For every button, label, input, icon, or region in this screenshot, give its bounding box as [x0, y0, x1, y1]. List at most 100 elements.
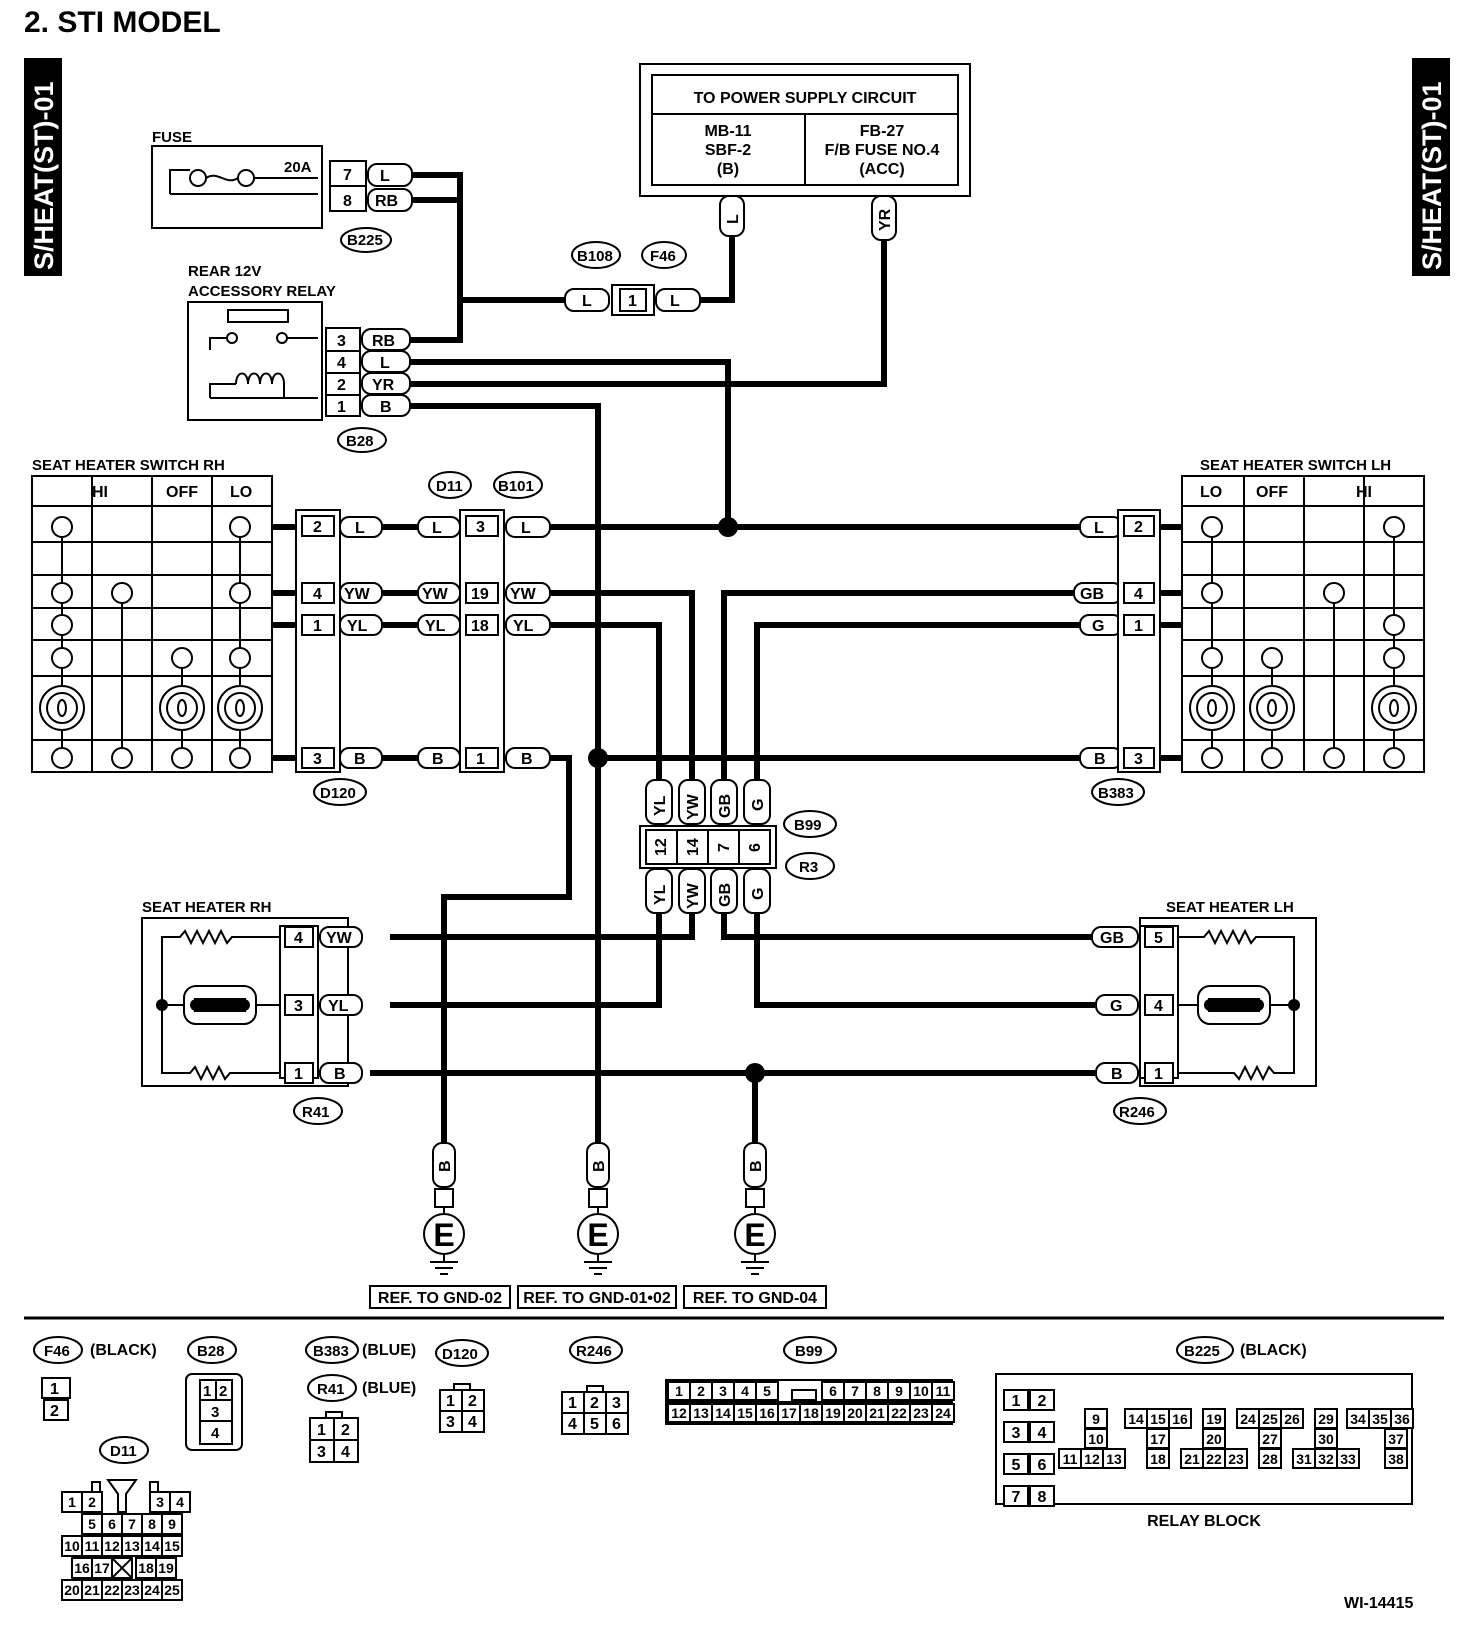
legend-pin: 7 — [851, 1383, 859, 1399]
b225-connector: 7 8 L RB B225 — [329, 160, 413, 253]
svg-text:1: 1 — [203, 1383, 211, 1400]
legend-pin: 8 — [1038, 1489, 1047, 1506]
legend-pin: 12 — [1084, 1451, 1100, 1467]
switch-contact — [1201, 516, 1223, 538]
legend-pin: 3 — [719, 1383, 727, 1399]
seat-heater-switch-rh: SEAT HEATER SWITCH RH HI OFF LO — [31, 457, 273, 773]
legend-pin: 21 — [84, 1582, 100, 1598]
switch-contact — [171, 647, 193, 669]
svg-text:L: L — [521, 520, 531, 537]
legend-key — [106, 1479, 138, 1513]
legend-pin: 24 — [1240, 1411, 1256, 1427]
switch-contact — [1383, 614, 1405, 636]
legend-pin: 23 — [124, 1582, 140, 1598]
legend-pin: 9 — [895, 1383, 903, 1399]
legend-pin: 18 — [138, 1560, 154, 1576]
svg-text:3: 3 — [313, 751, 322, 768]
legend-pin: 13 — [1106, 1451, 1122, 1467]
ground-wire-label: B — [748, 1160, 765, 1172]
d11-b101-connector: D11 B101 L YW YL B 3 19 18 1 L YW YL B — [417, 471, 551, 773]
legend-pin: 16 — [1172, 1411, 1188, 1427]
legend-pin: 38 — [1388, 1451, 1404, 1467]
svg-text:FUSE: FUSE — [152, 129, 192, 146]
legend-pin: 34 — [1350, 1411, 1366, 1427]
switch-contact — [229, 747, 251, 769]
legend-pin: 5 — [763, 1383, 771, 1399]
svg-text:7: 7 — [716, 843, 733, 852]
svg-text:YL: YL — [652, 795, 669, 816]
legend-pin: 19 — [1206, 1411, 1222, 1427]
svg-text:G: G — [750, 888, 767, 900]
ground-refs: REF. TO GND-02 REF. TO GND-01•02 REF. TO… — [369, 1285, 827, 1309]
switch-contact — [229, 647, 251, 669]
legend-pin: 35 — [1372, 1411, 1388, 1427]
svg-text:B: B — [1094, 751, 1106, 768]
svg-text:OFF: OFF — [1256, 484, 1288, 501]
svg-text:YL: YL — [347, 618, 368, 635]
svg-text:MB-11: MB-11 — [704, 123, 751, 140]
legend-pin: 5 — [1012, 1457, 1021, 1474]
svg-text:L: L — [380, 355, 390, 372]
switch-contact — [229, 516, 251, 538]
fuse: FUSE 20A — [151, 129, 323, 229]
switch-contact — [51, 516, 73, 538]
legend-pin: 13 — [124, 1538, 140, 1554]
b383-connector: L GB G B 2 4 1 3 B383 — [1073, 509, 1161, 806]
svg-text:4: 4 — [341, 1444, 350, 1461]
ground-wire-label: B — [591, 1160, 608, 1172]
svg-text:D120: D120 — [320, 785, 356, 802]
svg-text:L: L — [432, 520, 442, 537]
svg-text:G: G — [1092, 618, 1104, 635]
legend-pin: 9 — [168, 1516, 176, 1532]
legend-pin: 19 — [825, 1405, 841, 1421]
legend-pin: 15 — [164, 1538, 180, 1554]
legend-pin: 28 — [1262, 1451, 1278, 1467]
legend-pin: 6 — [108, 1516, 116, 1532]
svg-text:YL: YL — [328, 998, 349, 1015]
legend-pin: 16 — [759, 1405, 775, 1421]
svg-text:2: 2 — [590, 1395, 599, 1412]
svg-text:YR: YR — [877, 208, 894, 231]
svg-text:REF. TO GND-04: REF. TO GND-04 — [693, 1290, 817, 1307]
legend-pin: 10 — [1088, 1431, 1104, 1447]
svg-text:(ACC): (ACC) — [859, 161, 904, 178]
svg-text:YL: YL — [513, 618, 534, 635]
legend-pin: 25 — [1262, 1411, 1278, 1427]
seat-heater-lh: SEAT HEATER LH 5 4 1 GB G B R246 — [1091, 899, 1317, 1125]
svg-text:18: 18 — [471, 618, 489, 635]
ground-letter: E — [587, 1217, 608, 1253]
legend-pin: 6 — [1038, 1457, 1047, 1474]
svg-text:B: B — [354, 751, 366, 768]
legend-pin: 1 — [675, 1383, 683, 1399]
legend-pin: 12 — [104, 1538, 120, 1554]
legend-pin: 14 — [1128, 1411, 1144, 1427]
switch-contact — [1383, 647, 1405, 669]
legend-pin: 15 — [1150, 1411, 1166, 1427]
svg-text:B101: B101 — [498, 478, 534, 495]
ground-wire-label: B — [437, 1160, 454, 1172]
seat-heater-rh: SEAT HEATER RH 4 3 1 YW YL B R41 — [141, 899, 363, 1125]
svg-text:SBF-2: SBF-2 — [705, 142, 751, 159]
svg-text:1: 1 — [628, 293, 637, 310]
svg-text:R41: R41 — [302, 1104, 330, 1121]
switch-contact — [1201, 647, 1223, 669]
switch-contact — [51, 747, 73, 769]
legend-pin: 1 — [1012, 1393, 1021, 1410]
svg-text:YR: YR — [372, 377, 395, 394]
switch-contact — [1201, 582, 1223, 604]
legend-pin: 7 — [1012, 1489, 1021, 1506]
legend-pin: 20 — [1206, 1431, 1222, 1447]
svg-text:6: 6 — [747, 843, 764, 852]
svg-text:YL: YL — [652, 884, 669, 905]
svg-text:1: 1 — [313, 618, 322, 635]
svg-text:3: 3 — [612, 1395, 621, 1412]
legend-pin: 4 — [176, 1494, 184, 1510]
svg-text:B: B — [1111, 1066, 1123, 1083]
svg-text:R3: R3 — [799, 859, 818, 876]
svg-text:3: 3 — [1134, 751, 1143, 768]
legend-pin: 13 — [693, 1405, 709, 1421]
junction-dots — [588, 517, 765, 1083]
